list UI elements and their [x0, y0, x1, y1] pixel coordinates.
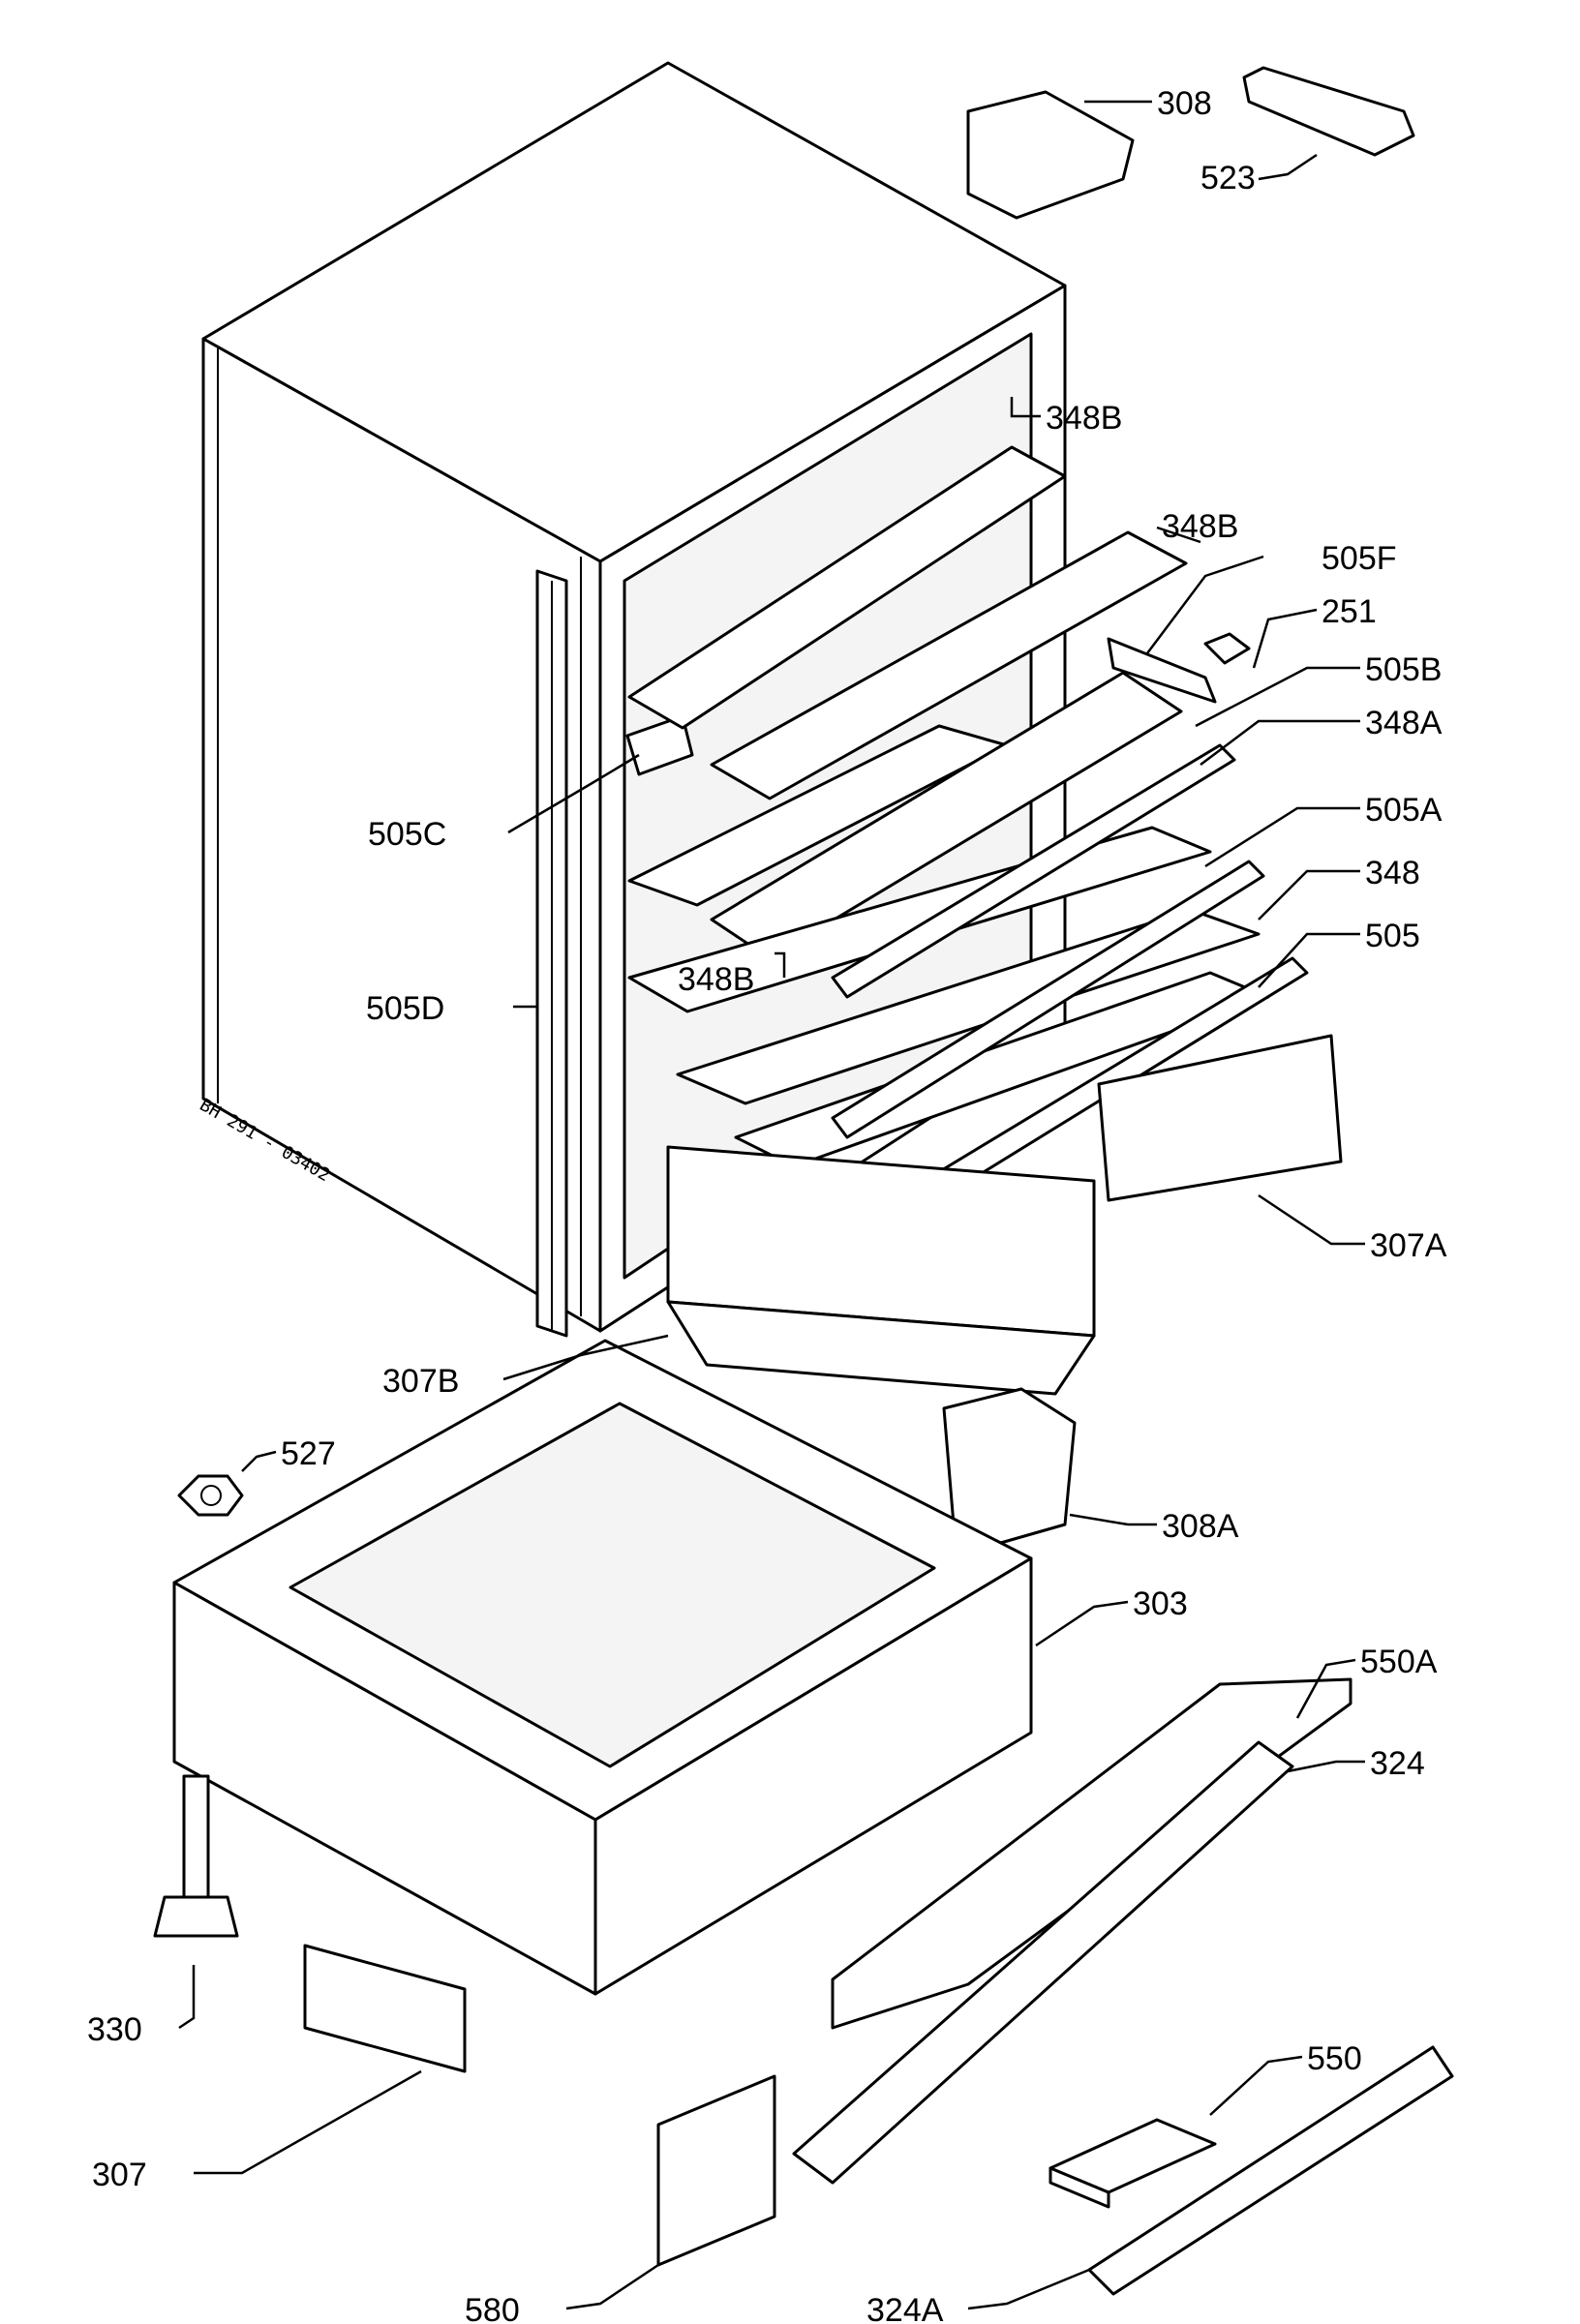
- shelf-trims: [831, 637, 1309, 1231]
- crisper-307A: [1097, 1034, 1343, 1202]
- label-308: 308: [1157, 85, 1212, 122]
- panel-307: [303, 1944, 467, 2073]
- label-348B-top: 348B: [1046, 400, 1122, 437]
- label-303: 303: [1133, 1585, 1188, 1622]
- label-550A: 550A: [1360, 1644, 1438, 1680]
- label-505F: 505F: [1322, 540, 1397, 577]
- screw-330: [153, 1774, 239, 1938]
- tray-324: [792, 1740, 1294, 2185]
- part-251: [1203, 632, 1251, 665]
- label-505B: 505B: [1365, 651, 1442, 688]
- label-330: 330: [87, 2011, 142, 2048]
- label-307B: 307B: [382, 1363, 459, 1400]
- label-348B-mid: 348B: [1162, 508, 1238, 545]
- label-523: 523: [1200, 160, 1256, 196]
- hinge-308A: [942, 1387, 1077, 1546]
- label-505D: 505D: [366, 990, 444, 1027]
- label-324A: 324A: [866, 2292, 944, 2324]
- label-348B-low: 348B: [678, 961, 754, 998]
- label-251: 251: [1322, 593, 1377, 630]
- callout-labels: 308 523 348B 348B 505F 251 505B 348A 505…: [87, 85, 1447, 2324]
- label-348: 348: [1365, 855, 1420, 891]
- rail-550A: [831, 1677, 1352, 2030]
- label-550: 550: [1307, 2040, 1362, 2077]
- bracket-523: [1242, 66, 1415, 157]
- label-580: 580: [465, 2292, 520, 2324]
- label-307A: 307A: [1370, 1227, 1447, 1264]
- label-527: 527: [281, 1435, 336, 1472]
- pad-580: [656, 2074, 776, 2267]
- block-550: [1048, 2118, 1217, 2209]
- crisper-307B: [666, 1145, 1096, 1396]
- label-308A: 308A: [1162, 1508, 1239, 1545]
- label-505C: 505C: [368, 816, 446, 853]
- label-307: 307: [92, 2157, 147, 2193]
- label-505: 505: [1365, 918, 1420, 954]
- gasket-505D: [535, 569, 568, 1338]
- leader-lines: [178, 100, 1365, 2310]
- hinge-308: [966, 90, 1135, 220]
- nut-527: [177, 1474, 244, 1517]
- label-324: 324: [1370, 1745, 1425, 1782]
- label-505A: 505A: [1365, 792, 1443, 829]
- rail-324A: [1087, 2045, 1454, 2296]
- base-303: [172, 1339, 1033, 1996]
- label-348A: 348A: [1365, 705, 1443, 741]
- clip-505C: [625, 714, 694, 776]
